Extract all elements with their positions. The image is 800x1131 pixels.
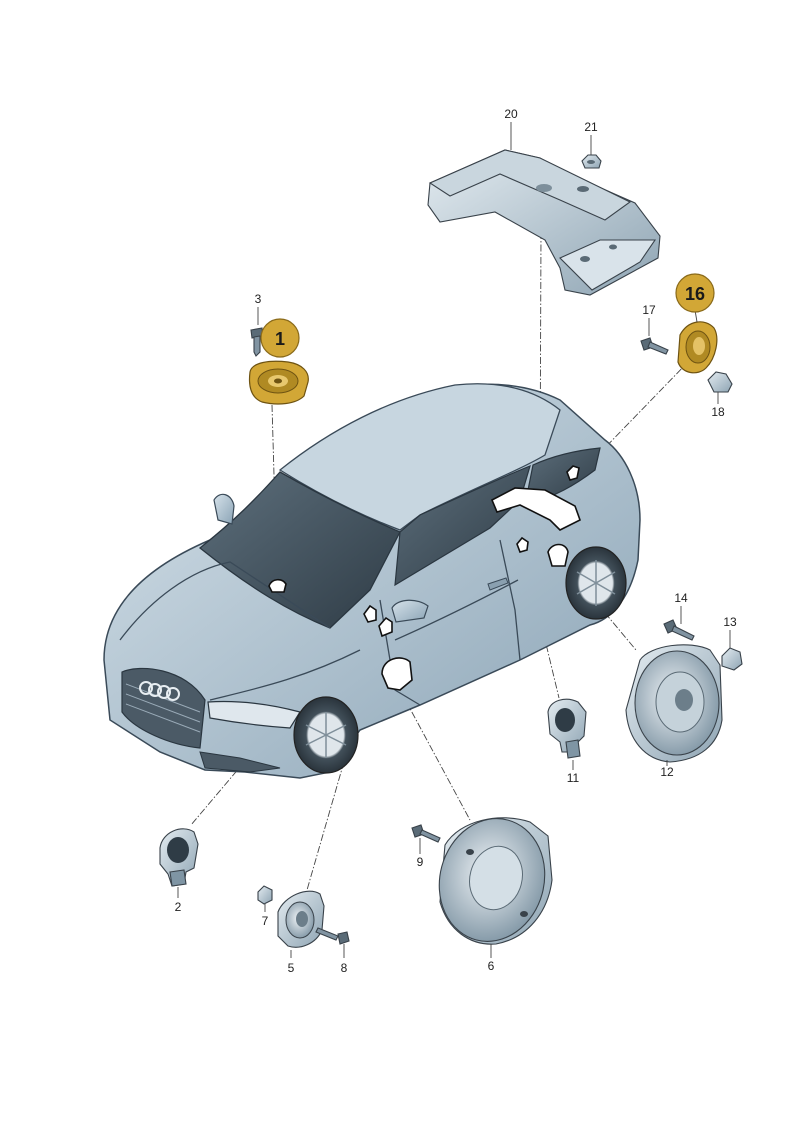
callout-2[interactable]: 2: [175, 900, 182, 914]
part-18-clip: [707, 371, 733, 404]
part-8-screw: [315, 927, 350, 958]
callout-13[interactable]: 13: [723, 615, 737, 629]
part-9-screw: [411, 824, 441, 854]
part-5-speaker: [277, 890, 325, 958]
badge-part-1[interactable]: 1: [260, 318, 300, 358]
part-16-tweeter: [677, 309, 718, 374]
callout-18[interactable]: 18: [711, 405, 725, 419]
part-11-tweeter-housing: [547, 698, 587, 770]
brand-logo: [139, 681, 180, 701]
part-14-screw: [663, 606, 695, 641]
badge-part-1-label: 1: [275, 329, 285, 349]
callout-3[interactable]: 3: [255, 292, 262, 306]
part-1-tweeter: [248, 360, 309, 405]
part-6-speaker: [438, 817, 553, 958]
callout-11[interactable]: 11: [567, 771, 580, 785]
part-13-clip: [721, 630, 743, 671]
callout-6[interactable]: 6: [488, 959, 495, 973]
callout-20[interactable]: 20: [504, 107, 518, 121]
callout-9[interactable]: 9: [417, 855, 424, 869]
car-body: [103, 383, 641, 779]
callout-7[interactable]: 7: [262, 914, 269, 928]
callout-12[interactable]: 12: [660, 765, 674, 779]
callout-8[interactable]: 8: [341, 961, 348, 975]
badge-part-16[interactable]: 16: [675, 273, 715, 313]
part-17-screw: [640, 318, 669, 355]
part-3-screw: [250, 307, 264, 357]
part-21-nut: [581, 135, 602, 169]
badge-part-16-label: 16: [685, 284, 705, 304]
part-20-control-unit: [427, 122, 661, 296]
part-7-clip: [257, 885, 273, 912]
callout-17[interactable]: 17: [642, 303, 656, 317]
callout-5[interactable]: 5: [288, 961, 295, 975]
callout-14[interactable]: 14: [674, 591, 688, 605]
callout-21[interactable]: 21: [584, 120, 598, 134]
mounting-locations: [268, 465, 581, 691]
part-12-speaker: [625, 644, 723, 766]
part-2-tweeter-housing: [159, 828, 199, 898]
callout-numbers: 20 21 3 17 18 14 13 12 11 9 2 7 5 8 6: [175, 107, 737, 975]
